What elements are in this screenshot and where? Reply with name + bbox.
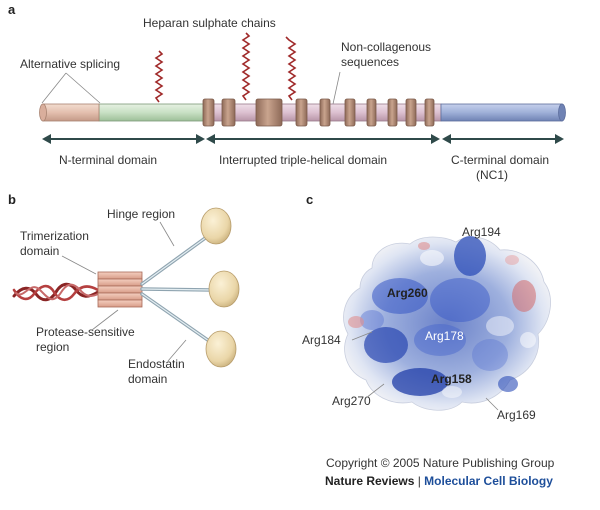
endostatin-domain-2 [208, 270, 240, 308]
n-terminal-segment [98, 103, 206, 122]
c-terminal-segment [440, 103, 563, 122]
arg169-leader [485, 397, 499, 411]
trimerization-label: Trimerization domain [20, 229, 92, 258]
c-terminal-cap [558, 103, 566, 122]
protease-leader [91, 309, 119, 331]
collagen-bar [39, 98, 566, 127]
hinge-rods-highlight [141, 235, 213, 344]
trimerization-domain [97, 271, 143, 308]
endostatin-label: Endostatin domain [128, 357, 188, 386]
hinge-label: Hinge region [107, 207, 175, 221]
panel-c-label: c [306, 192, 313, 207]
journal-name: Molecular Cell Biology [424, 474, 553, 488]
splicing-segment [42, 103, 100, 122]
endostatin-domain-3 [205, 330, 237, 368]
arg184-leader [351, 331, 373, 341]
protein-surface [343, 236, 551, 411]
heparan-label: Heparan sulphate chains [143, 16, 276, 30]
non-collagenous-leader [332, 71, 341, 105]
heparan-chain-2 [241, 32, 251, 101]
heparan-chain-1 [154, 50, 164, 103]
endostatin-domain-1 [200, 207, 232, 245]
journal-credit: Nature Reviews | Molecular Cell Biology [325, 474, 553, 488]
alt-splicing-label: Alternative splicing [20, 57, 120, 71]
trimerization-leader [61, 255, 97, 275]
residue-arg194: Arg194 [462, 225, 501, 239]
heparan-chains [154, 32, 297, 103]
residue-arg270: Arg270 [332, 394, 371, 408]
arg270-leader [365, 383, 385, 399]
endostatin-leader [167, 339, 187, 362]
residue-arg169: Arg169 [497, 408, 536, 422]
triple-helix [12, 282, 100, 302]
non-collagenous-boxes [202, 98, 435, 127]
domain-arrows [42, 134, 564, 144]
non-collagenous-label: Non-collagenous sequences [341, 40, 434, 69]
alt-splicing-leader-right [65, 72, 101, 104]
journal-prefix: Nature Reviews [325, 474, 415, 488]
residue-arg158: Arg158 [431, 372, 472, 386]
triple-helical-label: Interrupted triple-helical domain [219, 153, 387, 167]
residue-arg178: Arg178 [425, 329, 464, 343]
panel-a-label: a [8, 2, 16, 17]
residue-arg184: Arg184 [302, 333, 341, 347]
c-terminal-label: C-terminal domain (NC1) [451, 153, 552, 182]
heparan-chain-3 [285, 36, 297, 101]
residue-arg260: Arg260 [387, 286, 428, 300]
splicing-cap [39, 103, 47, 122]
copyright-text: Copyright © 2005 Nature Publishing Group [326, 456, 555, 470]
hinge-leader [159, 221, 175, 247]
journal-separator: | [414, 474, 424, 488]
protease-label: Protease-sensitive region [36, 325, 138, 354]
panel-b-label: b [8, 192, 16, 207]
alt-splicing-leader-left [41, 72, 67, 104]
n-terminal-label: N-terminal domain [59, 153, 157, 167]
